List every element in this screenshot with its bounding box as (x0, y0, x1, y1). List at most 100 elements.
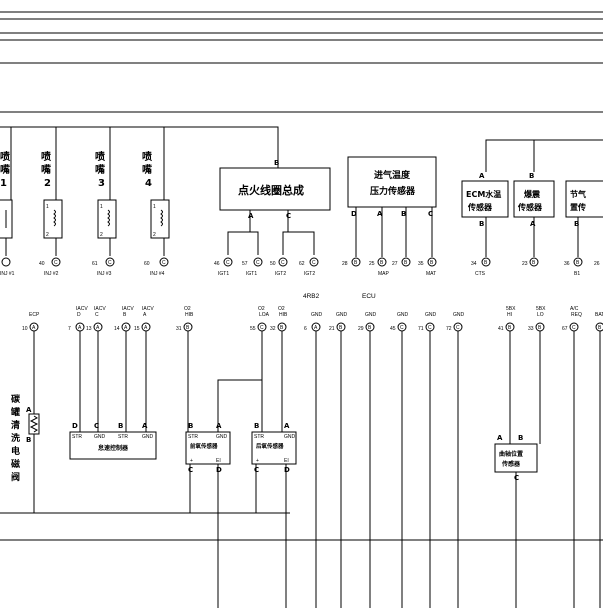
ecu-pin-letter: B (186, 325, 190, 331)
ecu-pin-letter: A (314, 325, 318, 331)
svg-text:EI: EI (216, 458, 221, 464)
ecu-pin-number: 13 (86, 326, 92, 332)
svg-text:B: B (484, 260, 488, 266)
ecu-pin-label: ECP (29, 312, 40, 318)
ecu-pin-label-bottom: D (77, 312, 81, 318)
svg-text:INJ #3: INJ #3 (97, 271, 112, 277)
svg-text:IGT2: IGT2 (275, 271, 286, 277)
svg-text:C: C (54, 260, 58, 266)
svg-text:喷: 喷 (142, 150, 152, 163)
svg-text:C: C (312, 260, 316, 266)
injector-4: 喷 嘴 4 1 2 60 C INJ #4 (142, 150, 170, 277)
svg-text:23: 23 (522, 261, 528, 267)
svg-text:C: C (286, 212, 291, 220)
ecu-pin-label-bottom: HIB (279, 312, 288, 318)
ecu-pin-number: 7 (68, 326, 71, 332)
svg-text:A: A (530, 220, 536, 228)
svg-text:1: 1 (0, 178, 7, 189)
ecu-pin-letter: C (400, 325, 404, 331)
ecu-pin-letter: B (598, 325, 602, 331)
ecu-pin-number: 6 (304, 326, 307, 332)
ecu-pin-letter: C (572, 325, 576, 331)
svg-text:GND: GND (94, 434, 106, 440)
canister-label-char: 阀 (11, 471, 20, 483)
svg-text:C: C (94, 422, 99, 430)
svg-text:GND: GND (284, 434, 296, 440)
svg-text:GND: GND (142, 434, 154, 440)
svg-text:传感器: 传感器 (517, 202, 543, 212)
knock-sensor: B 爆震 传感器 A 23 B (513, 172, 555, 267)
svg-text:34: 34 (471, 261, 477, 267)
canister-label-char: 磁 (11, 458, 20, 470)
svg-text:B: B (518, 434, 523, 442)
svg-text:B: B (404, 260, 408, 266)
ecu-pin-letter: B (339, 325, 343, 331)
svg-text:61: 61 (92, 261, 98, 267)
svg-text:B: B (529, 172, 534, 180)
svg-text:C: C (188, 466, 193, 474)
svg-text:STR: STR (254, 434, 264, 440)
svg-text:INJ #4: INJ #4 (150, 271, 165, 277)
ecu-pin-label-top: 5BX (536, 306, 546, 312)
ecu-pin-number: 41 (498, 326, 504, 332)
svg-text:62: 62 (299, 261, 305, 267)
canister-label-char: 电 (11, 445, 20, 457)
svg-text:INJ #1: INJ #1 (0, 271, 15, 277)
svg-text:2: 2 (100, 232, 103, 238)
svg-text:喷: 喷 (41, 150, 51, 163)
svg-text:IGT2: IGT2 (304, 271, 315, 277)
svg-text:A: A (248, 212, 254, 220)
svg-text:C: C (256, 260, 260, 266)
svg-text:27: 27 (392, 261, 398, 267)
ecu-pin-label-bottom: HI (507, 312, 512, 318)
ecu-pin-number: 15 (134, 326, 140, 332)
svg-text:CTS: CTS (475, 271, 486, 277)
svg-text:28: 28 (342, 261, 348, 267)
svg-text:B: B (274, 159, 279, 167)
canister-label-char: 碳 (11, 393, 21, 405)
svg-text:C: C (254, 466, 259, 474)
ecu-pin-letter: A (32, 325, 36, 331)
ecu-pin-label: GND (397, 312, 409, 318)
svg-text:C: C (108, 260, 112, 266)
svg-text:57: 57 (242, 261, 248, 267)
svg-text:A: A (216, 422, 222, 430)
ecu-pin-letter: A (144, 325, 148, 331)
svg-text:46: 46 (214, 261, 220, 267)
ecu-pin-number: 71 (418, 326, 424, 332)
rear-o2-sensor: 后氧传感器 B A STR GND + EI C D (251, 422, 297, 608)
svg-text:STR: STR (72, 434, 82, 440)
svg-text:MAT: MAT (426, 271, 436, 277)
canister-label-char: 清 (11, 419, 20, 431)
svg-text:40: 40 (39, 261, 45, 267)
ecu-pin-letter: B (538, 325, 542, 331)
ignition-terminals: 46 C 57 C 50 C 62 C IGT1 IGT1 IGT2 IGT2 (214, 257, 319, 277)
ecu-pin-number: 72 (446, 326, 452, 332)
ecu-pin-number: 21 (329, 326, 335, 332)
svg-text:C: C (226, 260, 230, 266)
svg-text:后氧传感器: 后氧传感器 (256, 442, 284, 450)
svg-text:B: B (574, 220, 579, 228)
canister-label-char: 罐 (10, 406, 20, 418)
svg-text:60: 60 (144, 261, 150, 267)
idle-controller: 怠速控制器 D C B A STR GND STR GND (69, 422, 157, 460)
canister-label-char: 洗 (11, 432, 20, 444)
svg-text:嘴: 嘴 (41, 163, 51, 176)
svg-text:2: 2 (46, 232, 49, 238)
ecu-pin-letter: A (96, 325, 100, 331)
ecu-pin-number: 32 (270, 326, 276, 332)
svg-text:36: 36 (564, 261, 570, 267)
svg-text:B: B (401, 210, 406, 218)
ecu-pin-letter: C (260, 325, 264, 331)
ecu-pin-label-top: O2 (258, 306, 265, 312)
svg-text:D: D (351, 210, 357, 218)
ecu-model: 4RB2 (303, 293, 320, 300)
